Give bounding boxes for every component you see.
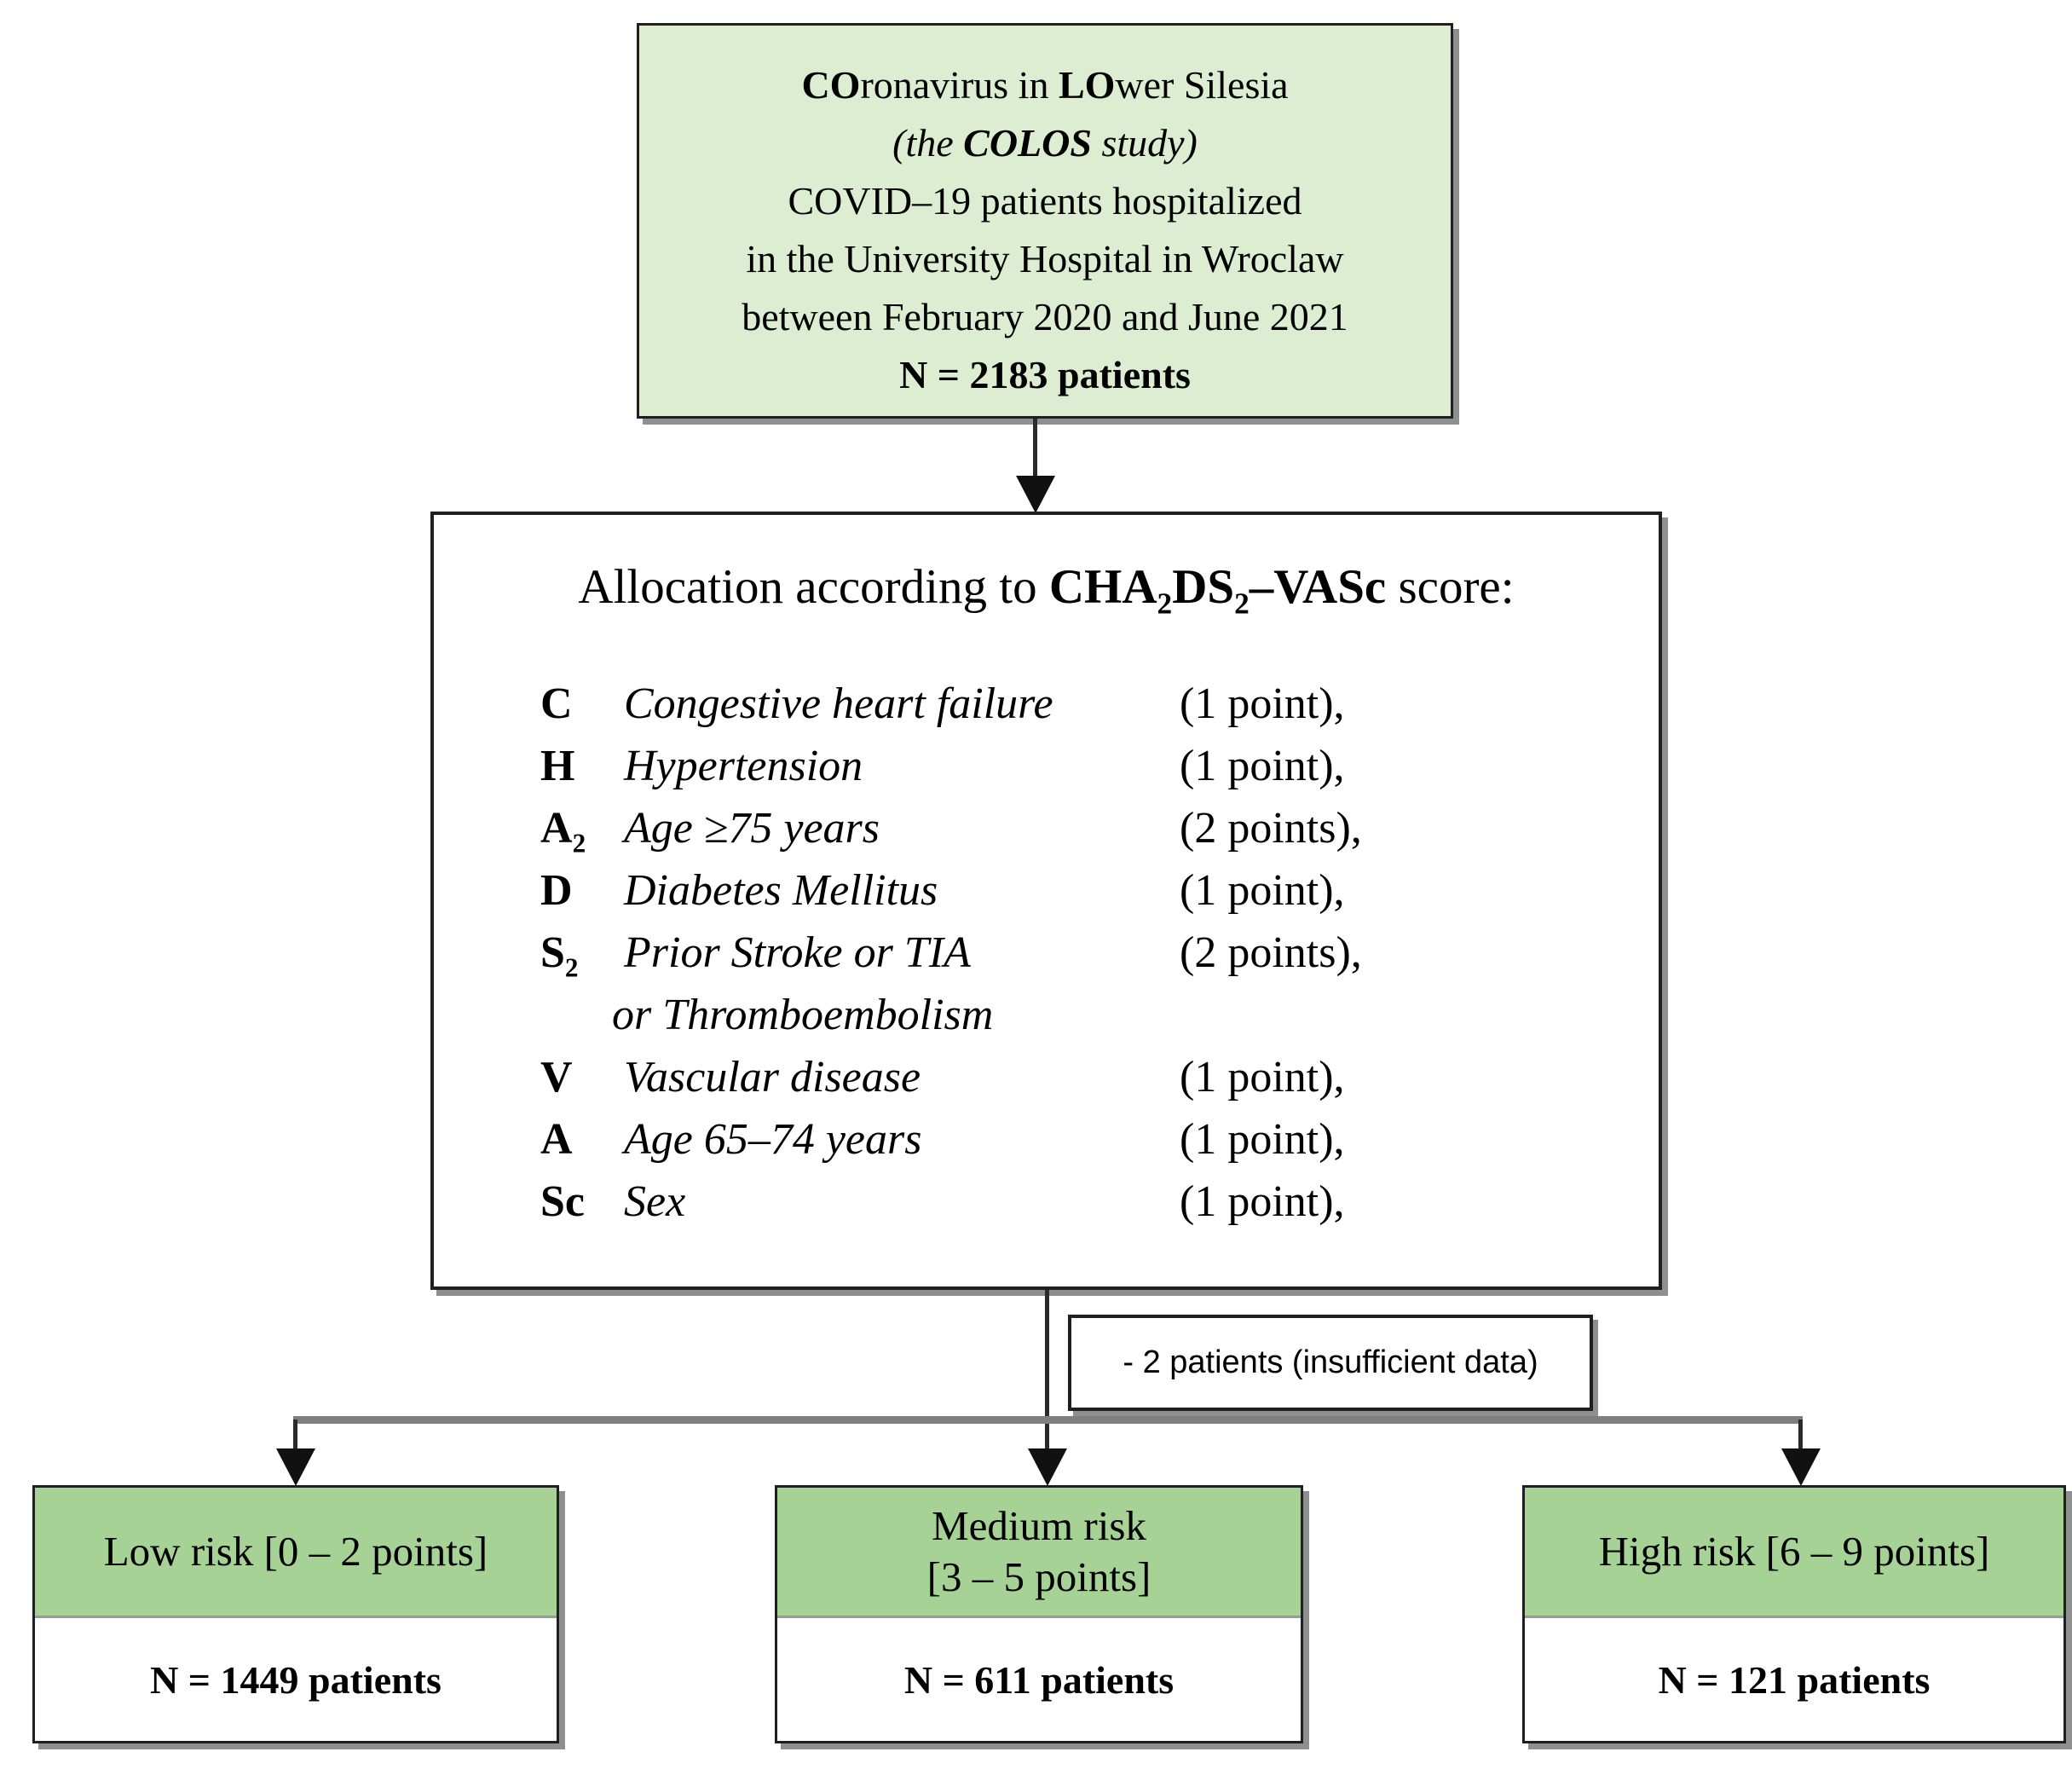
exclusion-box: - 2 patients (insufficient data) <box>1068 1315 1593 1411</box>
allocation-title: Allocation according to CHA2DS2–VASc sco… <box>434 559 1659 621</box>
study-title-line: COronavirus in LOwer Silesia <box>639 56 1451 114</box>
criteria-row-a: A Age 65–74 years (1 point), <box>540 1115 1345 1164</box>
arrow-allocation-to-branch-line <box>1045 1290 1049 1452</box>
study-subtitle-text-2: study) <box>1091 121 1198 165</box>
study-patient-count: N = 2183 patients <box>899 353 1191 396</box>
exclusion-text: - 2 patients (insufficient data) <box>1123 1344 1538 1380</box>
branch-stub-right <box>1798 1419 1803 1454</box>
study-title-bold-lo: LO <box>1058 63 1116 107</box>
risk-low-header: Low risk [0 – 2 points] <box>35 1488 557 1618</box>
criteria-row-c: C Congestive heart failure (1 point), <box>540 679 1345 728</box>
arrow-to-low-risk-head <box>276 1448 315 1486</box>
risk-medium-header: Medium risk [3 – 5 points] <box>777 1488 1301 1618</box>
study-subtitle-text: (the <box>892 121 964 165</box>
risk-box-low: Low risk [0 – 2 points] N = 1449 patient… <box>32 1485 559 1743</box>
study-line-4: in the University Hospital in Wroclaw <box>746 237 1344 280</box>
criteria-row-sc: Sc Sex (1 point), <box>540 1177 1345 1226</box>
allocation-title-suffix: score: <box>1386 560 1515 614</box>
study-subtitle-line: (the COLOS study) <box>639 114 1451 172</box>
risk-medium-count: N = 611 patients <box>903 1657 1175 1702</box>
criteria-list: C Congestive heart failure (1 point), H … <box>540 673 1633 1233</box>
allocation-title-prefix: Allocation according to <box>578 560 1049 614</box>
criteria-row-a2: A2 Age ≥75 years (2 points), <box>540 804 1362 859</box>
risk-box-high: High risk [6 – 9 points] N = 121 patient… <box>1522 1485 2066 1743</box>
arrow-to-high-risk-head <box>1781 1448 1821 1486</box>
risk-high-count: N = 121 patients <box>1658 1657 1931 1702</box>
arrow-to-medium-risk-head <box>1028 1448 1067 1486</box>
risk-high-header: High risk [6 – 9 points] <box>1525 1488 2063 1618</box>
criteria-row-v: V Vascular disease (1 point), <box>540 1053 1345 1101</box>
arrow-study-to-allocation-head <box>1016 476 1055 513</box>
study-subtitle-bold: COLOS <box>963 121 1092 165</box>
study-title-text-2: wer Silesia <box>1115 63 1289 107</box>
risk-low-count: N = 1449 patients <box>150 1657 442 1702</box>
study-title-bold-co: CO <box>801 63 861 107</box>
criteria-row-d: D Diabetes Mellitus (1 point), <box>540 866 1345 915</box>
study-box: COronavirus in LOwer Silesia (the COLOS … <box>637 23 1453 419</box>
allocation-box: Allocation according to CHA2DS2–VASc sco… <box>430 512 1662 1290</box>
chads-vasc-score-label: CHA2DS2–VASc <box>1048 560 1387 621</box>
arrow-study-to-allocation-line <box>1033 419 1037 482</box>
criteria-row-h: H Hypertension (1 point), <box>540 742 1345 790</box>
branch-stub-left <box>293 1419 297 1454</box>
study-line-3: COVID–19 patients hospitalized <box>788 179 1302 223</box>
study-line-5: between February 2020 and June 2021 <box>742 295 1348 338</box>
risk-box-medium: Medium risk [3 – 5 points] N = 611 patie… <box>775 1485 1303 1743</box>
branch-line <box>293 1416 1803 1424</box>
study-title-text: ronavirus in <box>860 63 1059 107</box>
